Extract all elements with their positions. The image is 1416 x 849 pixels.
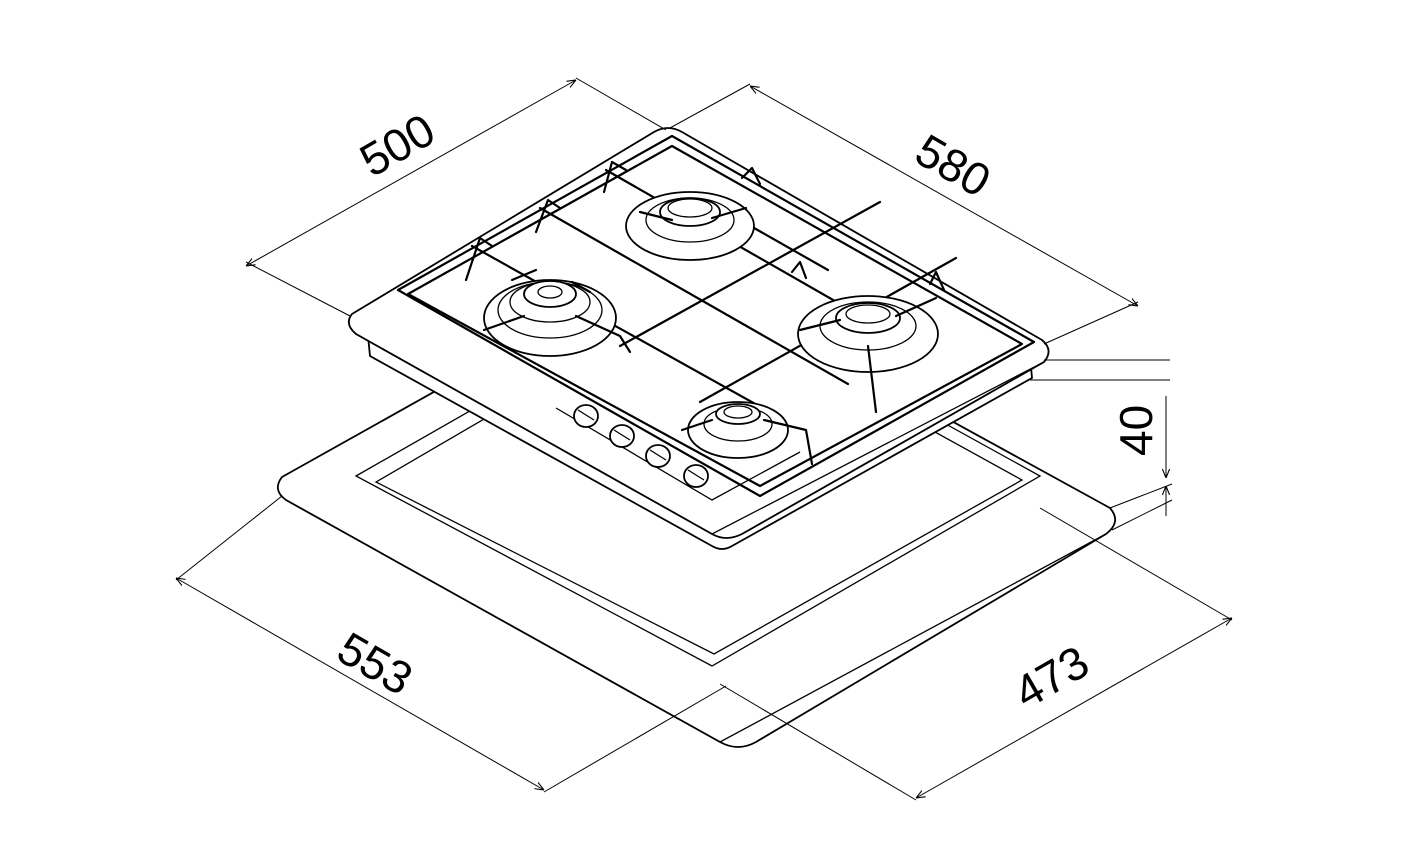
burner-rear-right [625,191,755,261]
dimension-40: 40 [1030,359,1173,531]
knob-1 [573,404,599,428]
knob-4 [683,464,709,488]
dim-580-label: 580 [907,124,999,207]
dim-473-label: 473 [1005,635,1097,718]
dim-553-label: 553 [329,622,421,705]
knob-2 [609,424,635,448]
pan-support-front [482,206,938,466]
dim-500-label: 500 [351,103,443,186]
dim-40-label: 40 [1110,405,1162,456]
control-knobs [573,404,709,488]
burner-front-small [687,401,789,459]
knob-3 [645,444,671,468]
burner-rear-left-wok [483,279,617,357]
